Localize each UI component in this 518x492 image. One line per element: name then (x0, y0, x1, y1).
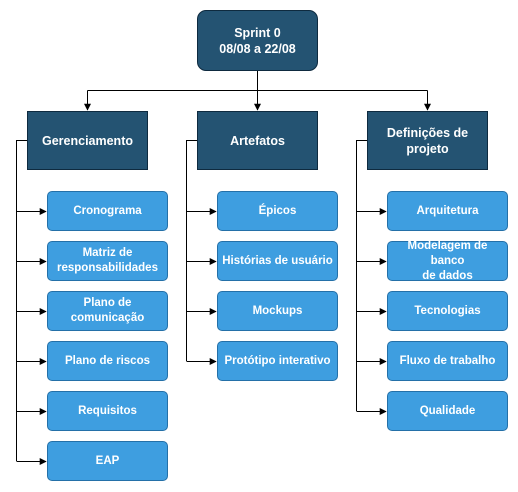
leaf-qualidade: Qualidade (387, 391, 508, 431)
leaf-label: EAP (95, 454, 120, 467)
leaf-matriz-de-responsabilidades: Matriz de responsabilidades (47, 241, 168, 281)
leaf-historias-de-usuario: Histórias de usuário (217, 241, 338, 281)
category-definicoes-de-projeto: Definições de projeto (367, 111, 488, 170)
leaf-label: Modelagem de banco (407, 239, 488, 267)
leaf-eap: EAP (47, 441, 168, 481)
leaf-label: comunicação (70, 312, 145, 324)
category-gerenciamento: Gerenciamento (27, 111, 148, 170)
leaf-label: de dados (422, 269, 473, 282)
leaf-epicos: Épicos (217, 191, 338, 231)
leaf-label: Tecnologias (414, 304, 481, 317)
leaf-label: Matriz de (82, 247, 133, 259)
leaf-modelagem-de-banco-de-dados: Modelagem de banco de dados (387, 239, 508, 282)
leaf-label: Requisitos (78, 404, 137, 417)
leaf-label: Mockups (252, 304, 303, 317)
category-title-line: Artefatos (230, 133, 285, 148)
leaf-label: Plano de (83, 297, 132, 309)
leaf-requisitos: Requisitos (47, 391, 168, 431)
leaf-label: Fluxo de trabalho (399, 354, 496, 367)
leaf-prototipo-interativo: Protótipo interativo (217, 341, 338, 381)
leaf-label: Cronograma (73, 204, 142, 217)
sprint-root-node: Sprint 0 08/08 a 22/08 (197, 10, 318, 71)
leaf-mockups: Mockups (217, 291, 338, 331)
leaf-label: Qualidade (419, 404, 476, 417)
connector-trunk (356, 140, 367, 411)
category-title-line: Definições de (386, 125, 469, 140)
category-title-line: Gerenciamento (41, 133, 133, 148)
leaf-label: Arquitetura (416, 204, 479, 217)
leaf-cronograma: Cronograma (47, 191, 168, 231)
leaf-plano-de-comunicacao: Plano de comunicação (47, 291, 168, 331)
sprint-title: Sprint 0 (234, 25, 281, 40)
connector-trunk (16, 140, 27, 461)
leaf-label: Protótipo interativo (224, 354, 331, 367)
leaf-label: Épicos (258, 204, 297, 217)
leaf-label: responsabilidades (57, 262, 158, 274)
leaf-plano-de-riscos: Plano de riscos (47, 341, 168, 381)
leaf-arquitetura: Arquitetura (387, 191, 508, 231)
leaf-label: Plano de riscos (64, 354, 150, 367)
category-artefatos: Artefatos (197, 111, 318, 170)
leaf-label: Histórias de usuário (222, 254, 333, 267)
leaf-tecnologias: Tecnologias (387, 291, 508, 331)
sprint-dates: 08/08 a 22/08 (219, 41, 296, 56)
category-title-line: projeto (406, 141, 449, 156)
connector-trunk (186, 140, 197, 361)
leaf-fluxo-de-trabalho: Fluxo de trabalho (387, 341, 508, 381)
